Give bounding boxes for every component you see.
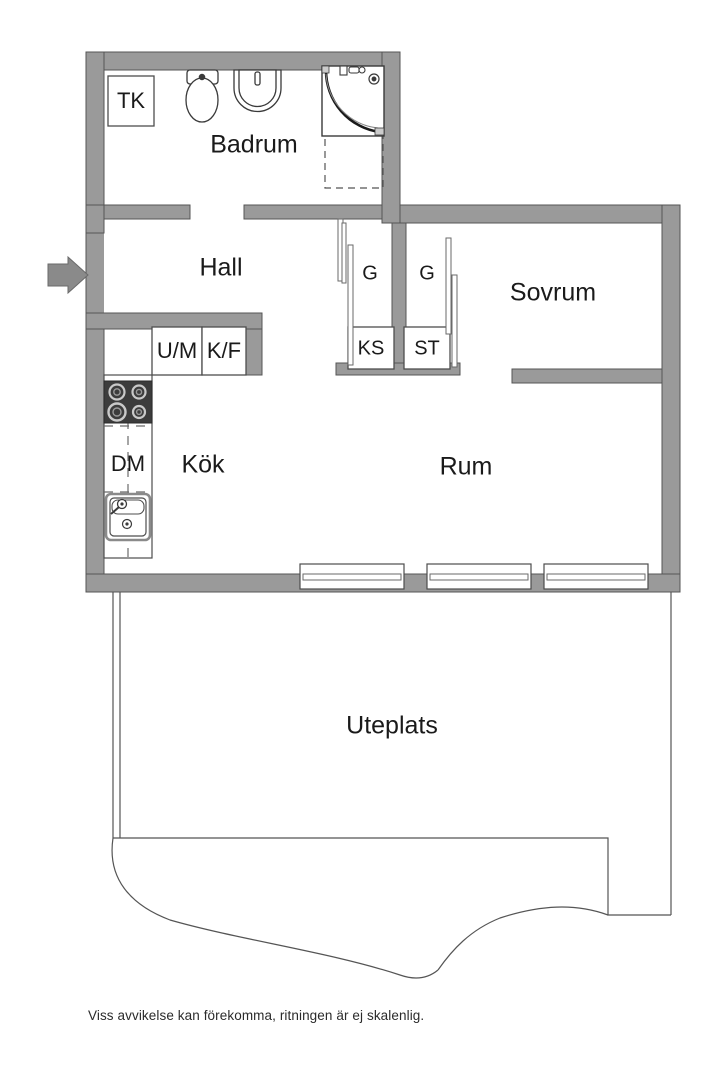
window-group <box>299 563 649 590</box>
appliance-label-tk: TK <box>117 88 145 113</box>
closet-label-st: ST <box>414 337 440 359</box>
room-label-uteplats: Uteplats <box>346 712 438 740</box>
kitchen-sink-icon <box>104 492 152 542</box>
wall-hall-kok-return <box>245 328 263 376</box>
closet-label-ks: KS <box>358 337 385 359</box>
closet-label-g-right: G <box>419 262 435 284</box>
wall-right <box>661 204 681 593</box>
sink-spout <box>110 506 120 515</box>
appliance-label-um: U/M <box>157 338 197 363</box>
window-unit <box>299 563 405 590</box>
basin-tap <box>254 71 261 86</box>
closet-labels: G G KS ST <box>358 262 440 359</box>
toilet-button <box>198 73 206 81</box>
room-label-kok: Kök <box>181 451 225 479</box>
disclaimer-note: Viss avvikelse kan förekomma, ritningen … <box>88 1008 425 1023</box>
shower-mixer-icon <box>339 65 366 76</box>
wall-badrum-bottom-left <box>103 204 191 220</box>
door-closet-right-leaf-a <box>445 237 452 335</box>
box-kf <box>201 326 247 376</box>
shower-drain-center <box>371 76 377 82</box>
washbasin-icon <box>233 69 282 113</box>
basin-inner <box>238 69 277 108</box>
box-tk <box>107 75 155 127</box>
patio-outline <box>111 592 672 979</box>
box-ks <box>347 326 395 370</box>
entrance-arrow-icon <box>47 255 89 295</box>
wall-left-upper <box>85 51 105 206</box>
door-closet-left-leaf-b <box>347 244 354 366</box>
wall-top-right <box>399 204 681 224</box>
closet-label-g-left: G <box>362 262 378 284</box>
toilet-bowl <box>185 77 219 123</box>
wall-badrum-right <box>381 51 401 224</box>
room-label-hall: Hall <box>199 254 242 282</box>
wall-left-lower <box>85 312 105 593</box>
room-label-sovrum: Sovrum <box>510 279 596 307</box>
toilet-icon <box>185 69 219 123</box>
kitchen-fixtures <box>103 380 153 542</box>
wall-left-notch-top <box>85 204 105 234</box>
door-closet-left-leaf-a <box>341 222 347 284</box>
shower-jamb-top <box>321 65 330 74</box>
door-lines <box>337 218 458 368</box>
box-st <box>403 326 451 370</box>
window-unit <box>426 563 532 590</box>
appliance-label-dm: DM <box>111 451 145 476</box>
appliance-label-kf: K/F <box>207 338 241 363</box>
door-closet-right-leaf-b <box>451 274 458 368</box>
room-label-rum: Rum <box>440 453 493 481</box>
window-unit <box>543 563 649 590</box>
shower-door-curve-inner <box>325 73 379 129</box>
wall-sovrum-rum <box>511 368 663 384</box>
room-label-badrum: Badrum <box>210 131 298 159</box>
bathroom-fixtures <box>185 65 385 189</box>
shower-icon <box>321 65 385 189</box>
stove-icon <box>103 380 153 424</box>
appliance-labels: TK U/M K/F DM <box>111 88 241 476</box>
wall-badrum-bottom-right <box>243 204 383 220</box>
shower-jamb-side <box>374 127 385 136</box>
room-labels: Badrum Hall Sovrum Kök Rum Uteplats <box>181 131 596 740</box>
appliance-boxes <box>107 75 451 376</box>
interior-main <box>104 223 662 574</box>
sink-drainer <box>111 499 145 515</box>
